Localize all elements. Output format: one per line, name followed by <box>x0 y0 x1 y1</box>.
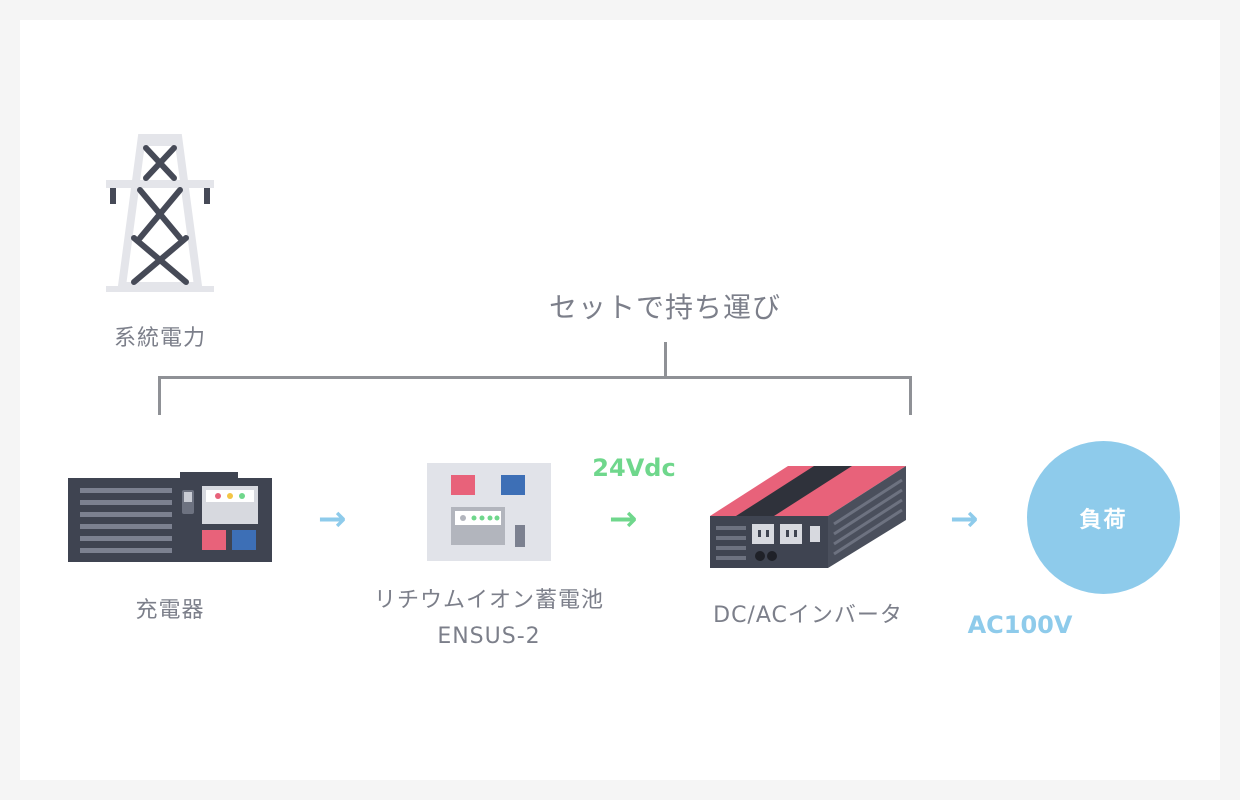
arrow-charger-to-battery: → <box>318 499 347 539</box>
arrow-battery-to-inverter: → <box>609 499 638 539</box>
charger-label: 充電器 <box>135 598 205 623</box>
battery-model: ENSUS-2 <box>437 624 541 649</box>
bracket-label: セットで持ち運び <box>548 291 781 324</box>
bracket-left-leg <box>158 376 161 415</box>
grid-label: 系統電力 <box>113 326 206 351</box>
arrow-inverter-to-load: → <box>950 499 979 539</box>
power-tower-icon <box>106 134 214 292</box>
battery-label: リチウムイオン蓄電池 <box>373 588 604 613</box>
bracket-stem <box>664 342 667 378</box>
bracket-bar <box>158 376 912 379</box>
load-circle: 負荷 <box>1027 441 1180 594</box>
bracket-right-leg <box>909 376 912 415</box>
ac-voltage-label: AC100V <box>967 611 1073 639</box>
battery-unit-icon <box>427 463 551 561</box>
dc-voltage-label: 24Vdc <box>592 454 676 482</box>
diagram-canvas <box>20 20 1220 780</box>
inverter-icon <box>710 466 906 568</box>
load-label: 負荷 <box>1079 507 1128 533</box>
inverter-label: DC/ACインバータ <box>713 603 903 628</box>
charger-icon <box>68 472 272 562</box>
